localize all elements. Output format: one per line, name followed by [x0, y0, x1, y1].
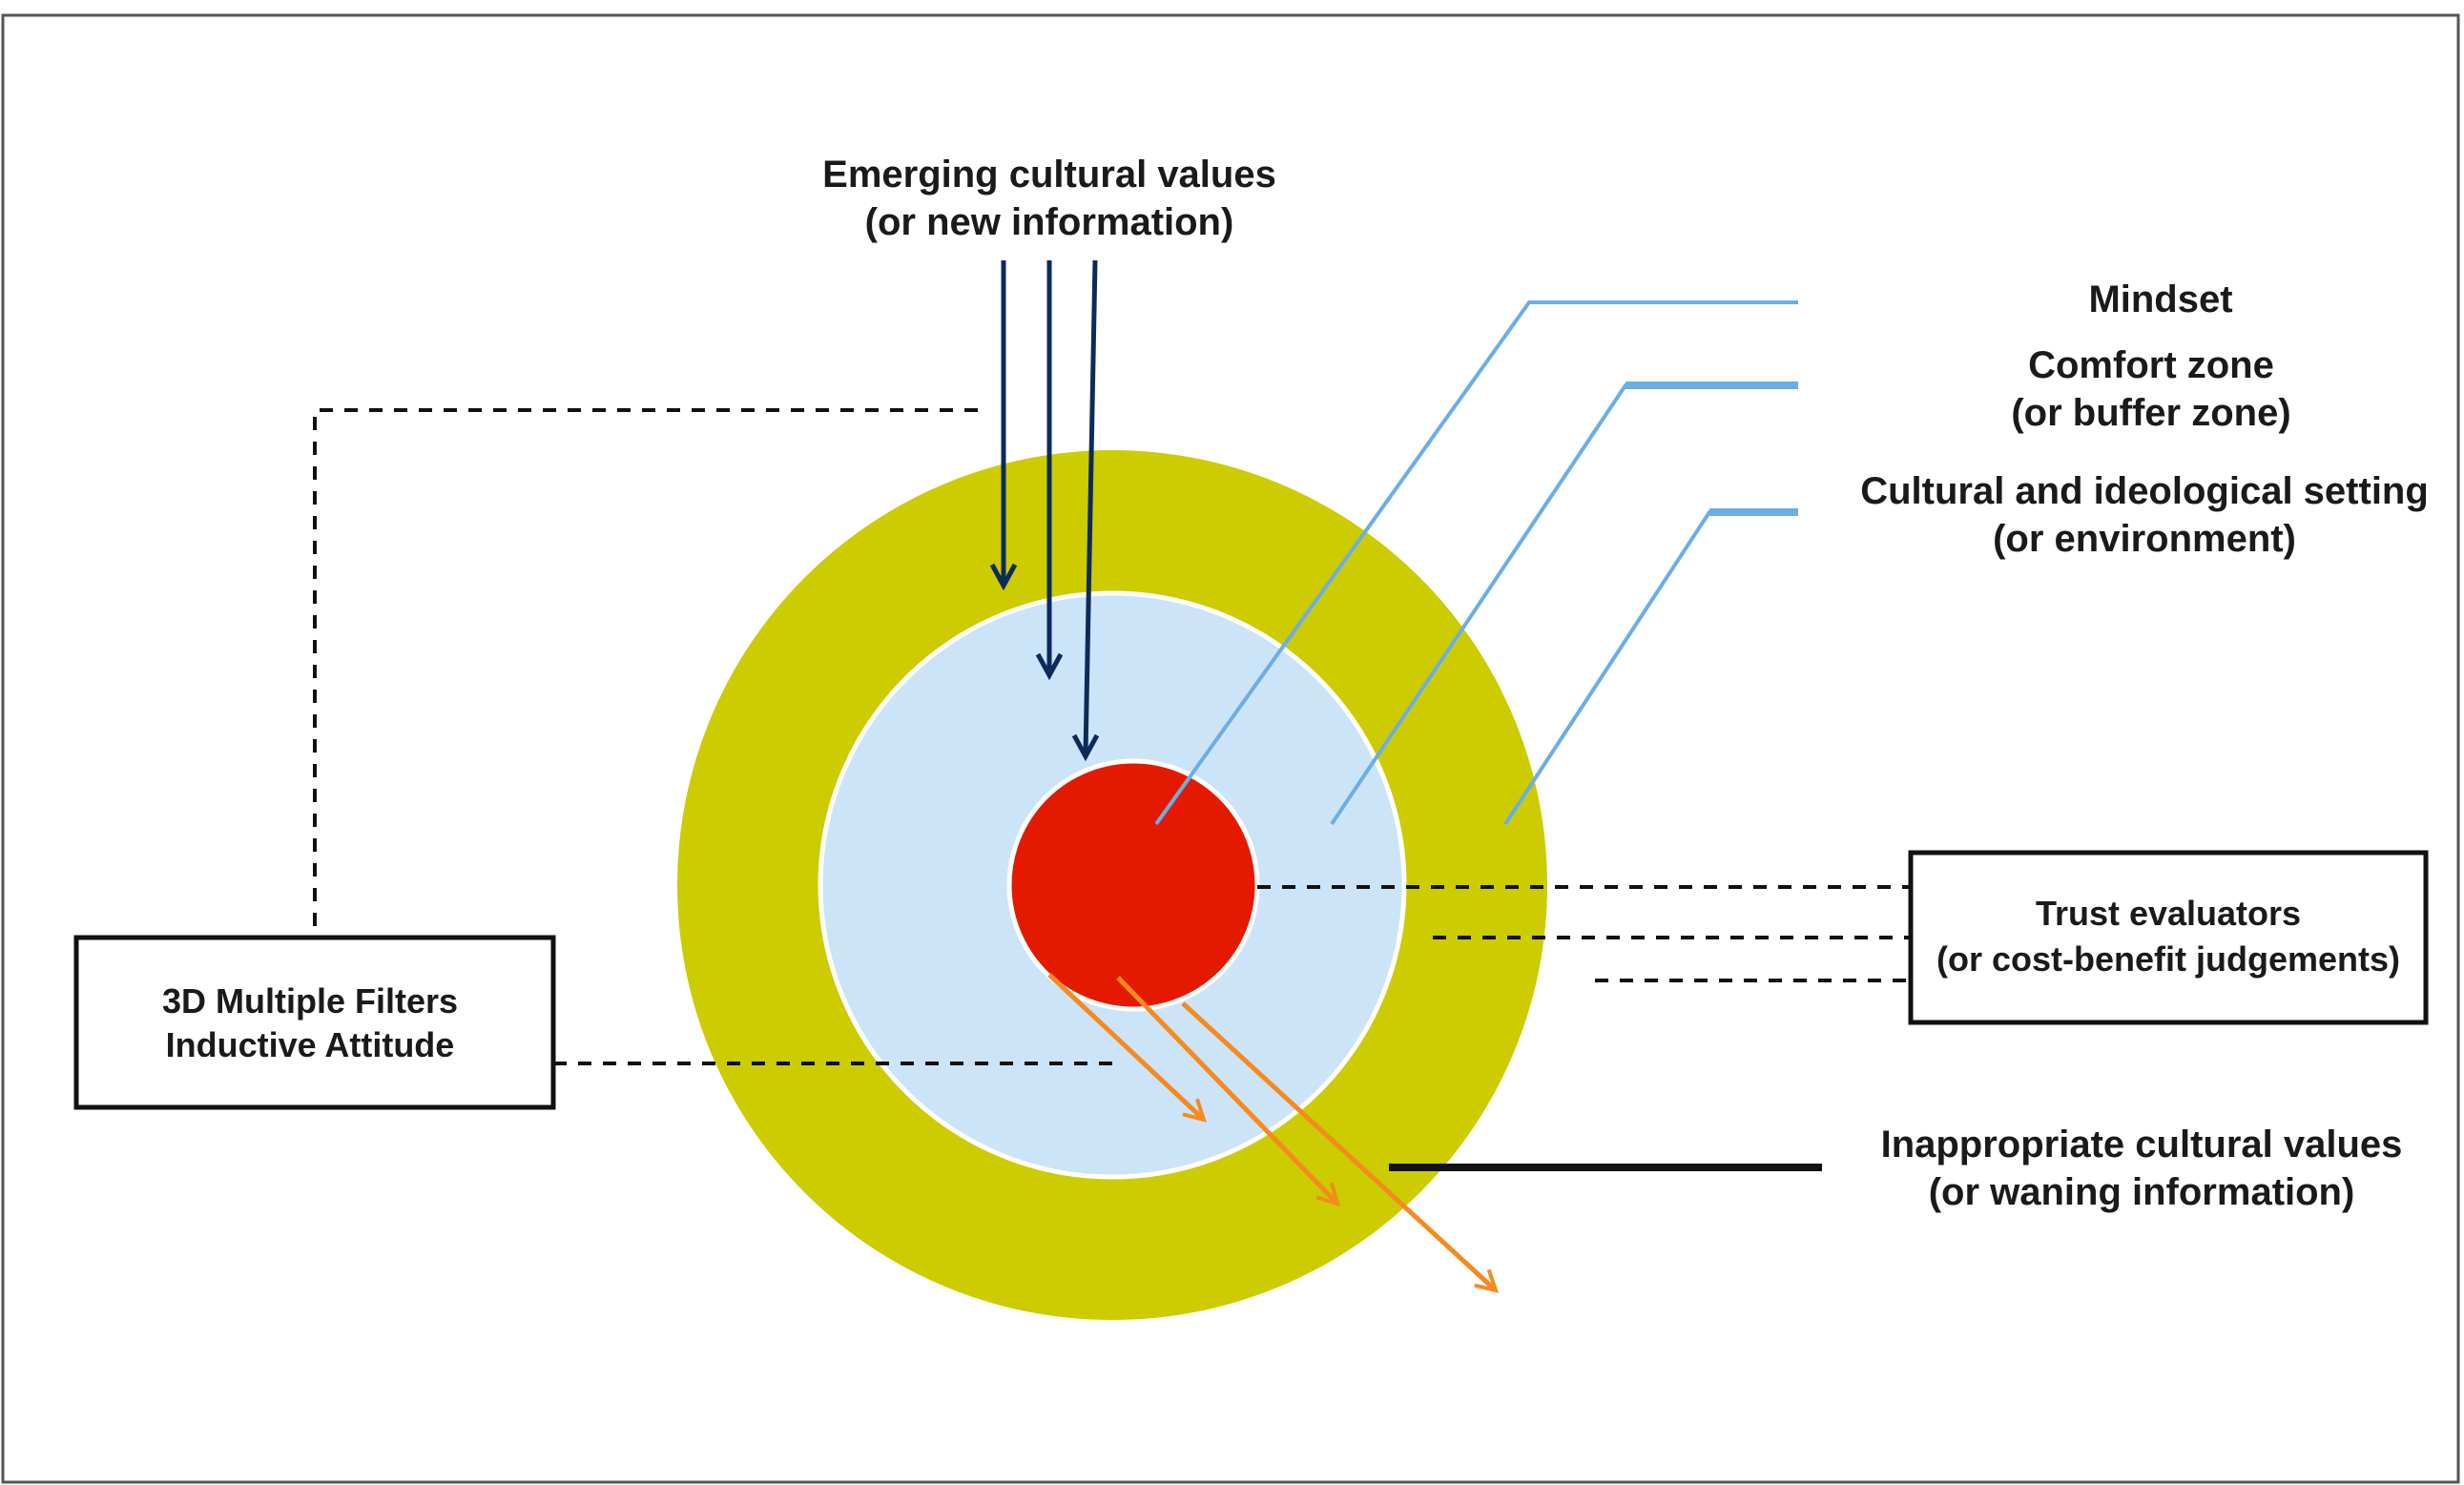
cultural-label-line2: (or environment)	[1993, 518, 2296, 560]
filters-box	[73, 935, 556, 1110]
arrowhead-icon	[1071, 733, 1100, 762]
core-mindset	[1006, 758, 1260, 1012]
inappropriate-label-line2: (or waning information)	[1929, 1171, 2355, 1213]
emerging-label-line2: (or new information)	[865, 201, 1234, 243]
figure-border	[1, 13, 2460, 1484]
inappropriate-label-line1: Inappropriate cultural values	[1881, 1124, 2403, 1165]
comfort-label-line2: (or buffer zone)	[2011, 392, 2290, 434]
filters-box-line1: 3D Multiple Filters	[162, 981, 458, 1021]
leader-mindset	[1154, 300, 1798, 826]
leader-ticks	[1625, 382, 1798, 516]
incoming-arrow	[1083, 259, 1098, 754]
incoming-arrows	[1001, 259, 1098, 754]
mindset-label: Mindset	[2088, 278, 2232, 320]
cultural-label-line1: Cultural and ideological setting	[1860, 470, 2429, 512]
outgoing-arrows	[1047, 973, 1496, 1290]
emerging-label-line1: Emerging cultural values	[822, 154, 1276, 196]
filters-box-line2: Inductive Attitude	[166, 1025, 455, 1064]
outgoing-arrow	[1181, 1001, 1496, 1290]
arrowhead-icon	[989, 563, 1018, 591]
leader-cultural-setting	[1503, 510, 1798, 826]
outgoing-arrow	[1116, 976, 1337, 1204]
trust-box	[1908, 850, 2429, 1025]
incoming-arrowheads	[989, 563, 1100, 762]
dashed-connectors	[313, 408, 1911, 1065]
comfort-label-line1: Comfort zone	[2028, 344, 2274, 386]
trust-box-line2: (or cost-benefit judgements)	[1936, 939, 2400, 979]
arrowhead-icon	[1035, 652, 1064, 681]
outgoing-arrow	[1047, 973, 1204, 1120]
trust-box-line1: Trust evaluators	[2036, 894, 2301, 933]
